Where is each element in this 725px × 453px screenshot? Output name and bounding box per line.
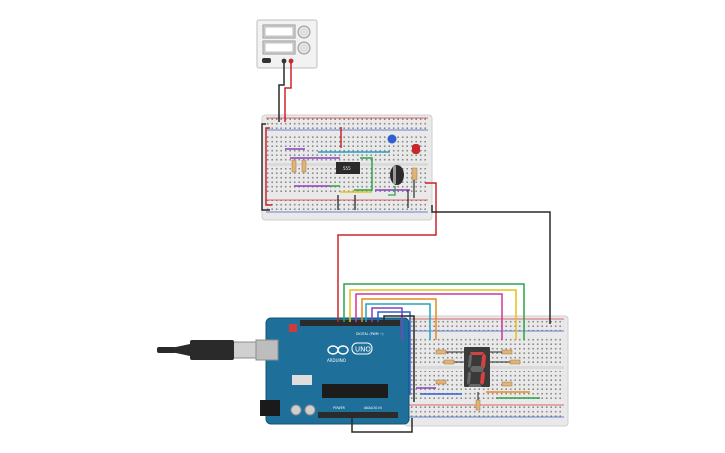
- bench-power-supply[interactable]: [256, 19, 318, 69]
- reset-button[interactable]: [289, 324, 297, 332]
- power-label: POWER: [333, 406, 346, 410]
- timer-555-chip[interactable]: [336, 162, 360, 174]
- resistor-r3[interactable]: [411, 167, 418, 181]
- atmega-chip: [322, 384, 388, 398]
- digital-header[interactable]: [300, 320, 400, 326]
- blue-led[interactable]: [387, 134, 397, 144]
- power-analog-header[interactable]: [318, 412, 398, 418]
- bottom-board-components[interactable]: [416, 349, 540, 411]
- usb-b-cable-icon[interactable]: [157, 340, 257, 360]
- capacitor-2: [304, 404, 316, 416]
- red-led[interactable]: [412, 144, 420, 154]
- top-board-components[interactable]: 555: [285, 127, 420, 210]
- analog-label: ANALOG IN: [364, 406, 382, 410]
- resistor-r1[interactable]: [291, 159, 297, 173]
- seven-segment-display-icon[interactable]: 7: [464, 347, 490, 392]
- dc-jack[interactable]: [260, 400, 280, 416]
- resistor-r2[interactable]: [301, 159, 307, 173]
- power-wires[interactable]: [261, 63, 292, 211]
- timer-chip-label: 555: [343, 166, 351, 171]
- infinity-logo-icon: [327, 345, 349, 355]
- oscillator: [292, 375, 312, 385]
- usb-port[interactable]: [255, 339, 279, 361]
- uno-logo-text: UNO: [355, 346, 371, 354]
- positive-terminal[interactable]: [288, 58, 294, 64]
- interconnect-wires[interactable]: [337, 182, 551, 433]
- arduino-uno-board[interactable]: ARDUINO UNO DIGITAL (PWM ~) POWER ANALOG…: [255, 317, 410, 425]
- digital-label: DIGITAL (PWM ~): [356, 332, 383, 336]
- negative-terminal[interactable]: [281, 58, 287, 64]
- electrolytic-capacitor[interactable]: [390, 165, 404, 185]
- arduino-brand-text: ARDUINO: [327, 358, 346, 363]
- capacitor-1: [290, 404, 302, 416]
